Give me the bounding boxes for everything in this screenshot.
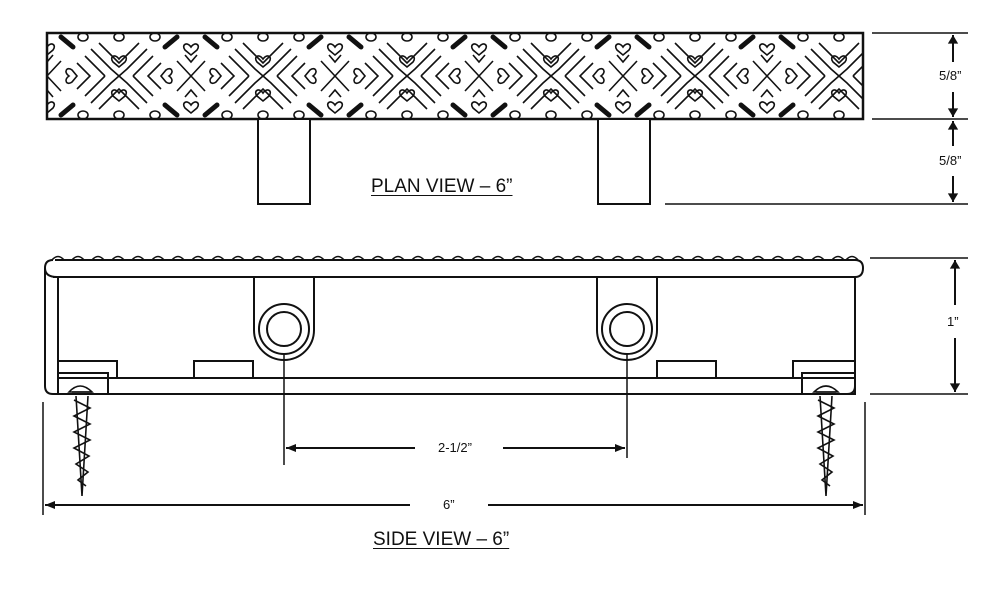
left-tab [57,360,118,379]
side-view [44,255,865,497]
plan-post-right [597,118,651,205]
plan-plate-outline [45,31,865,121]
plan-post-left [257,118,311,205]
top-texture-bumps [51,255,859,261]
inner-tab-left [193,360,254,379]
right-tab [792,360,856,379]
dim-height: 1” [945,314,961,329]
screw-left [67,385,94,497]
mounting-boss-left [253,277,315,361]
plan-view-title: PLAN VIEW – 6” [371,176,513,197]
dim-hole-spacing: 2-1/2” [436,440,474,455]
tread-pattern [47,33,863,119]
inner-tab-right [656,360,717,379]
dim-overall-length: 6” [441,497,457,512]
mounting-boss-right [596,277,658,361]
dim-plate-thickness: 5/8” [937,68,964,83]
side-view-title: SIDE VIEW – 6” [373,529,510,550]
side-body-outline [44,259,865,395]
side-dimensions [42,257,968,515]
dim-post-depth: 5/8” [937,153,964,168]
plan-view [45,31,968,205]
screw-right [812,385,840,497]
